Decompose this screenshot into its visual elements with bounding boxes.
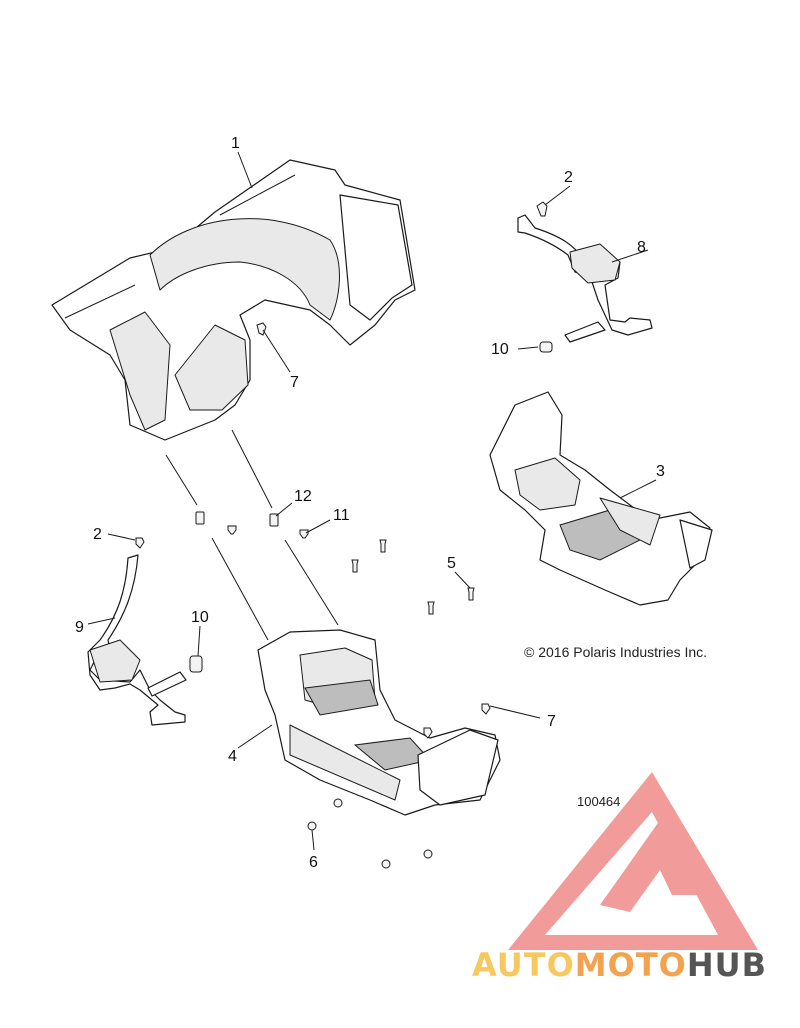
callout-3: 3 <box>656 463 665 480</box>
callout-4: 4 <box>228 748 237 765</box>
figure-number: 100464 <box>577 794 620 809</box>
callout-1: 1 <box>231 135 240 152</box>
callout-10-upper: 10 <box>491 341 509 358</box>
watermark-inner-arrow-icon <box>600 820 700 912</box>
part-3-right-footwell <box>489 391 713 606</box>
part-9-bracket <box>87 554 187 726</box>
copyright-notice: © 2016 Polaris Industries Inc. <box>524 644 707 660</box>
callout-5: 5 <box>447 555 456 572</box>
callout-12: 12 <box>294 488 312 505</box>
callout-10-lower: 10 <box>191 609 209 626</box>
assembly-guide-lines <box>165 429 339 641</box>
watermark-hub: HUB <box>687 946 767 984</box>
callout-leaders <box>87 151 657 851</box>
watermark-auto: AUTO <box>472 946 575 984</box>
watermark-triangle-icon <box>508 772 758 950</box>
hardware-fasteners <box>135 201 548 869</box>
callout-11: 11 <box>333 507 350 524</box>
callout-6: 6 <box>309 854 318 871</box>
watermark-moto: MOTO <box>575 946 687 984</box>
part-1-rear-fender <box>51 159 416 441</box>
part-10-spacer-lower <box>189 655 203 673</box>
callout-7-upper: 7 <box>290 374 299 391</box>
callout-2-upper: 2 <box>564 169 573 186</box>
watermark-brand-text: AUTOMOTOHUB <box>472 946 767 984</box>
part-10-spacer-upper <box>539 341 553 353</box>
callout-8: 8 <box>637 239 646 256</box>
part-8-bracket <box>517 214 653 343</box>
callout-labels: 1 2 8 10 7 3 12 11 2 5 9 10 7 4 6 <box>75 135 665 871</box>
callout-7-lower: 7 <box>547 713 556 730</box>
automotohub-watermark-logo <box>508 772 758 950</box>
part-4-left-footwell <box>257 629 501 816</box>
callout-2-lower: 2 <box>93 526 102 543</box>
callout-9: 9 <box>75 619 84 636</box>
